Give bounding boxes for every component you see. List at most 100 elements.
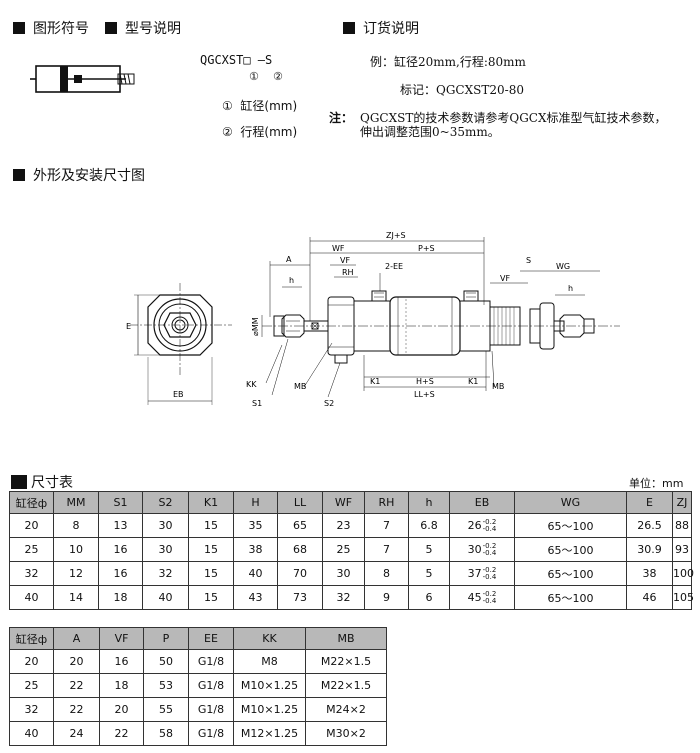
order-example: 例：缸径20mm,行程:80mm: [370, 55, 526, 69]
column-header: E: [626, 491, 673, 514]
cell-value: 43: [248, 591, 263, 604]
cell-value: 65～100: [547, 567, 594, 581]
cell-value: 5: [425, 543, 433, 556]
cell-value: 32: [158, 567, 173, 580]
label-a: A: [286, 255, 292, 264]
table-cell: 20: [53, 649, 100, 674]
table-cell: 5: [408, 537, 450, 562]
cell-value: 100: [673, 567, 694, 580]
tolerance-upper: -0.2: [482, 565, 497, 574]
table-cell: 5: [408, 561, 450, 586]
table-cell: 25: [322, 537, 365, 562]
table-cell: 37-0.2-0.4: [449, 561, 515, 586]
label-mm: ⌀MM: [251, 317, 260, 336]
table-cell: 7: [364, 537, 409, 562]
side-view: [262, 290, 620, 364]
cell-value: 46: [642, 591, 657, 604]
column-header: 缸径ф: [9, 491, 54, 514]
cell-value: 6.8: [420, 519, 438, 532]
bullet-square-icon: [11, 475, 27, 489]
cell-value: 40: [158, 591, 173, 604]
cell-value: 105: [673, 591, 694, 604]
table-cell: 16: [98, 537, 143, 562]
label-s1: S1: [252, 399, 262, 408]
tolerance: -0.2-0.4: [483, 590, 497, 605]
cell-value: 25: [24, 543, 39, 556]
label-zj: ZJ+S: [386, 231, 406, 240]
table-cell: 73: [277, 585, 323, 610]
table-cell: 18: [99, 673, 144, 698]
note-label: 注：: [329, 111, 354, 125]
outline-drawing: E EB: [126, 231, 620, 408]
cell-value: 45: [467, 590, 482, 604]
cell-value: 65: [293, 519, 307, 532]
cell-value: M12×1.25: [240, 727, 299, 740]
tolerance-upper: -0.2: [482, 541, 497, 550]
table-cell: M10×1.25: [233, 673, 306, 698]
label-hs: H+S: [416, 377, 434, 386]
cell-value: 35: [248, 519, 263, 532]
bullet-square-icon: [13, 22, 25, 34]
table-cell: 30: [322, 561, 365, 586]
table-cell: 15: [188, 585, 234, 610]
table-cell: 70: [277, 561, 323, 586]
section-title-outline: 外形及安装尺寸图: [13, 165, 145, 185]
table-cell: 26-0.2-0.4: [449, 513, 515, 538]
bullet-square-icon: [343, 22, 355, 34]
table-cell: 15: [188, 513, 234, 538]
cell-value: 26: [467, 518, 482, 532]
cell-value: M22×1.5: [320, 679, 372, 692]
cell-value: 37: [467, 566, 482, 580]
cell-value: 7: [383, 519, 390, 532]
cylinder-symbol: [30, 65, 135, 93]
table-cell: M10×1.25: [233, 697, 306, 722]
table-cell: 18: [98, 585, 143, 610]
cell-value: 22: [69, 703, 84, 716]
cell-value: 32: [24, 703, 39, 716]
label-k1-2: K1: [468, 377, 478, 386]
table-cell: 53: [143, 673, 189, 698]
cell-value: 16: [113, 543, 128, 556]
table-cell: 68: [277, 537, 323, 562]
table-cell: 8: [364, 561, 409, 586]
cell-value: 22: [69, 679, 84, 692]
label-s2: S2: [324, 399, 334, 408]
label-wf: WF: [332, 244, 345, 253]
section-title-order: 订货说明: [343, 18, 419, 38]
table-cell: 38: [233, 537, 278, 562]
table-cell: 13: [98, 513, 143, 538]
cell-value: 8: [383, 567, 390, 580]
label-lls: LL+S: [414, 390, 435, 399]
table-cell: M12×1.25: [233, 721, 306, 746]
column-header: KK: [233, 627, 306, 650]
cell-value: M24×2: [326, 703, 366, 716]
cell-value: 16: [113, 567, 128, 580]
cell-value: 50: [159, 655, 173, 668]
column-header: S1: [98, 491, 143, 514]
table-cell: 105: [672, 585, 694, 610]
table-cell: 65～100: [514, 585, 627, 610]
tolerance-lower: -0.4: [482, 548, 497, 557]
cell-value: 25: [336, 543, 351, 556]
cell-value: 6: [425, 591, 433, 604]
cell-value: 53: [159, 679, 173, 692]
tolerance-lower: -0.4: [482, 524, 497, 533]
table-cell: M30×2: [305, 721, 387, 746]
column-header: LL: [277, 491, 323, 514]
tolerance-lower: -0.4: [482, 572, 497, 581]
cell-value: 40: [248, 567, 263, 580]
cell-value: 20: [24, 519, 39, 532]
table-cell: 65～100: [514, 537, 627, 562]
cell-value: G1/8: [197, 655, 225, 668]
table-cell: 65～100: [514, 513, 627, 538]
table-cell: 65～100: [514, 561, 627, 586]
cell-value: 15: [204, 519, 218, 532]
label-vf: VF: [340, 256, 350, 265]
label-h: h: [289, 276, 294, 285]
section-title-table: 尺寸表: [11, 472, 73, 492]
table-cell: 58: [143, 721, 189, 746]
